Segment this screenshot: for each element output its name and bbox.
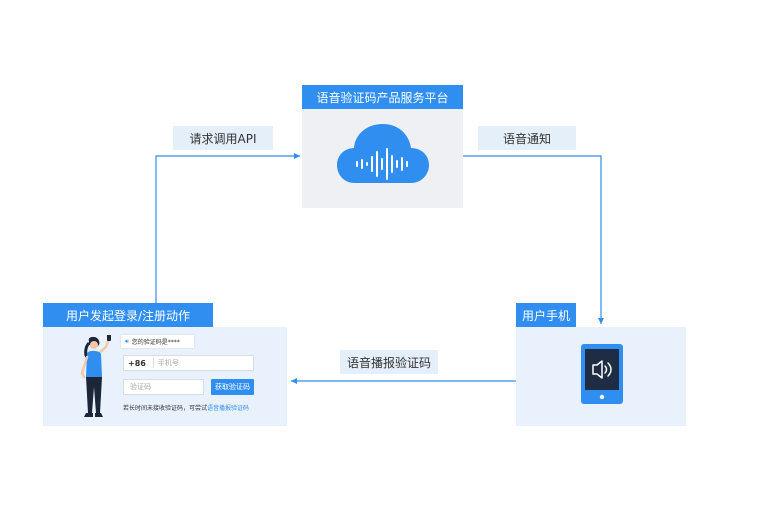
edge-request-api xyxy=(155,153,300,303)
user-action-title: 用户发起登录/注册动作 xyxy=(43,303,213,327)
edge-voice-notify xyxy=(463,155,604,324)
user-action-panel: 🔊︎ 您的验证码是**** +86 手机号 验证码 获取验证码 若长时间未接收验… xyxy=(43,327,287,426)
cloud-waveform-icon xyxy=(337,124,429,183)
label-voice-broadcast: 语音播报验证码 xyxy=(340,350,438,374)
speaker-small-icon: 🔊︎ xyxy=(125,337,129,345)
code-field[interactable]: 验证码 xyxy=(123,379,204,395)
phone-speaker-icon xyxy=(581,344,623,404)
country-code: +86 xyxy=(128,358,146,368)
speaker-icon xyxy=(592,360,612,379)
get-code-button[interactable]: 获取验证码 xyxy=(211,379,254,395)
notice-text: 您的验证码是**** xyxy=(131,339,180,346)
voice-tip: 若长时间未接收验证码，可尝试语音播报验证码 xyxy=(123,403,249,412)
phone-field[interactable]: +86 手机号 xyxy=(123,355,254,371)
phone-placeholder: 手机号 xyxy=(157,359,179,367)
person-illustration xyxy=(80,335,111,417)
field-divider xyxy=(152,358,154,368)
platform-panel xyxy=(302,109,463,208)
user-phone-panel xyxy=(516,327,686,426)
label-request-api: 请求调用API xyxy=(173,126,273,150)
code-placeholder: 验证码 xyxy=(130,383,151,391)
user-phone-title: 用户手机 xyxy=(516,303,576,327)
platform-title: 语音验证码产品服务平台 xyxy=(302,85,463,109)
sms-notice: 🔊︎ 您的验证码是**** xyxy=(121,335,194,348)
tip-text: 若长时间未接收验证码，可尝试 xyxy=(123,405,208,412)
voice-code-link[interactable]: 语音播报验证码 xyxy=(207,405,250,412)
label-voice-notify: 语音通知 xyxy=(478,126,576,150)
